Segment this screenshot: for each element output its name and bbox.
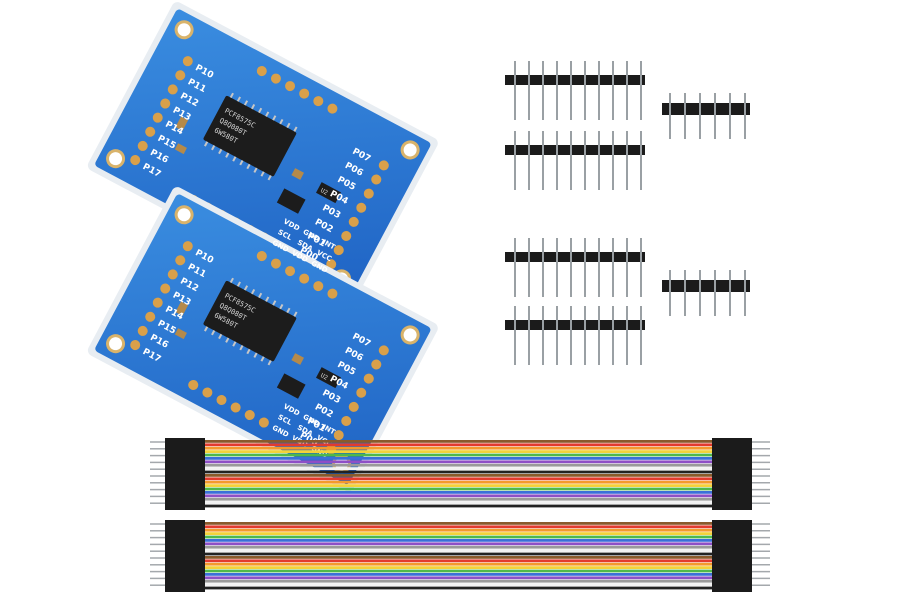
pin-header-short <box>661 92 751 140</box>
pin-header-long <box>504 237 646 298</box>
jumper-wire <box>205 477 715 481</box>
jumper-wire <box>205 532 715 535</box>
connector-housing <box>165 438 205 510</box>
jumper-wire <box>205 579 715 583</box>
jumper-wire <box>205 446 715 450</box>
jumper-wire <box>205 556 715 559</box>
jumper-wire <box>205 497 715 501</box>
jumper-wire <box>205 576 715 580</box>
jumper-wire <box>205 528 715 532</box>
jumper-wire <box>205 463 715 467</box>
jumper-wire <box>205 562 715 566</box>
jumper-wire <box>205 491 715 494</box>
jumper-wire <box>205 440 715 443</box>
jumper-wire <box>205 545 715 549</box>
jumper-wire <box>205 460 715 464</box>
jumper-wire <box>205 504 715 508</box>
jumper-wire <box>205 457 715 460</box>
jumper-wire <box>205 552 715 556</box>
jumper-wire <box>205 525 715 529</box>
pin-header-long <box>504 60 646 121</box>
jumper-wire <box>205 470 715 474</box>
jumper-wire <box>205 487 715 491</box>
jumper-wire <box>205 583 715 586</box>
jumper-wire <box>205 467 715 470</box>
jumper-wire <box>205 535 715 539</box>
jumper-wire <box>205 539 715 542</box>
jumper-wire <box>205 480 715 484</box>
jumper-wire <box>205 559 715 563</box>
connector-housing <box>165 520 205 592</box>
jumper-wire <box>205 549 715 552</box>
pin-header-long <box>504 130 646 191</box>
pin-header-short <box>661 269 751 317</box>
jumper-wire <box>205 569 715 573</box>
jumper-wire <box>205 501 715 504</box>
connector-housing <box>712 520 752 592</box>
chip-marking: U2 <box>319 372 329 382</box>
jumper-wire <box>205 573 715 576</box>
dupont-cable-bundle <box>150 438 770 510</box>
chip-marking: U2 <box>319 187 329 197</box>
jumper-wire <box>205 586 715 590</box>
jumper-wire <box>205 494 715 498</box>
jumper-wire <box>205 542 715 546</box>
connector-housing <box>712 438 752 510</box>
jumper-wire <box>205 474 715 477</box>
jumper-wire <box>205 450 715 453</box>
jumper-wire <box>205 453 715 457</box>
pin-header-long <box>504 305 646 366</box>
jumper-wire <box>205 443 715 447</box>
jumper-wire <box>205 566 715 569</box>
dupont-cable-bundle-2 <box>150 520 770 592</box>
jumper-wire <box>205 484 715 487</box>
jumper-wire <box>205 522 715 525</box>
